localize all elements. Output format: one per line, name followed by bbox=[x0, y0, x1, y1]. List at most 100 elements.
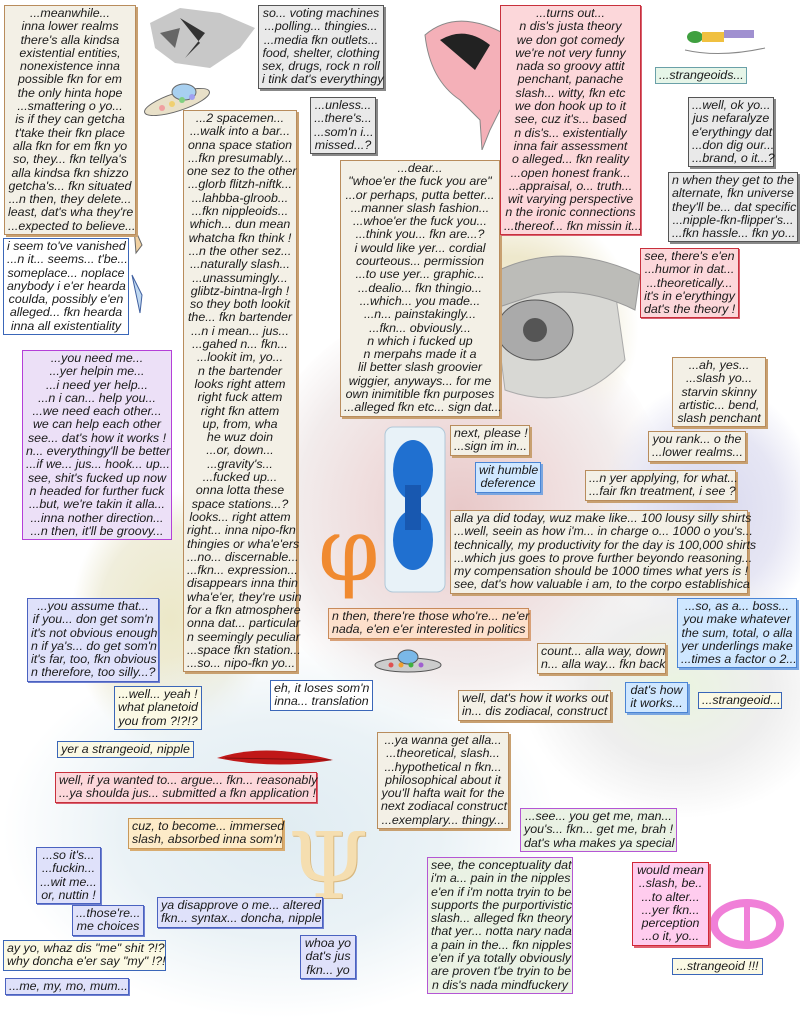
bubble-text-line: ...theoretical, slash... bbox=[386, 746, 500, 761]
bubble-text-line: lil better slash groovier bbox=[358, 360, 482, 375]
bubble-text-line: ...brand, o it...? bbox=[692, 151, 775, 166]
bubble-text-line: ...if we... jus... hook... up... bbox=[26, 457, 170, 472]
bubble-text-line: n headed for further fuck bbox=[29, 483, 165, 498]
bubble-text-line: i seem to've vanished bbox=[7, 239, 126, 253]
bubble-text-line: ...slash yo... bbox=[685, 371, 753, 386]
bubble-text-line: n if ya's... do get som'n bbox=[31, 638, 157, 653]
bubble-text-line: ...expected to believe... bbox=[8, 218, 136, 233]
bubble-text-line: n seemingly peculiar bbox=[187, 629, 300, 644]
bubble-text-line: dat's wha makes ya special bbox=[524, 835, 675, 850]
bubble-text-line: ...you assume that... bbox=[37, 599, 149, 613]
bubble-text-line: we can help each other bbox=[32, 417, 162, 432]
bubble-text-line: for a fkn atmosphere bbox=[187, 602, 301, 617]
bubble-text-line: whoa yo bbox=[304, 936, 352, 950]
bubble-text-line: ...yer helpin me... bbox=[49, 364, 145, 379]
bubble-text-line: looks... right attem bbox=[189, 509, 291, 524]
bubble-text-line: ...you need me... bbox=[50, 351, 144, 365]
bubble-text-line: n dis's justa theory bbox=[519, 19, 622, 34]
blue-can-image bbox=[384, 426, 446, 593]
bubble-text-line: courteous... permission bbox=[355, 254, 485, 269]
bubble-text-line: coulda, possibly e'en bbox=[8, 292, 124, 307]
bubble-text-line: o alleged... fkn reality bbox=[511, 152, 630, 167]
bubble-text-line: ...manner slash fashion... bbox=[350, 200, 490, 215]
bubble-text-line: they'll be... dat specific bbox=[672, 199, 797, 214]
speech-bubble-strangeoid2: ...strangeoid !!! bbox=[672, 958, 763, 976]
bubble-text-line: that yer... notta nary nada bbox=[431, 924, 572, 939]
bubble-text-line: we don hook up to it bbox=[515, 99, 626, 114]
bubble-text-line: n therefore, too silly...? bbox=[31, 665, 156, 680]
bubble-text-line: ...fair fkn treatment, i see ? bbox=[589, 484, 736, 499]
bubble-text-line: are proven t'be tryin to be bbox=[431, 964, 572, 979]
bubble-text-line: yer a strangeoid, nipple bbox=[61, 742, 190, 756]
bubble-text-line: n... everythingy'll be better bbox=[26, 444, 171, 459]
bubble-text-line: n dis's nada mindfuckery bbox=[432, 977, 568, 992]
speech-bubble-choices: ...those're...me choices bbox=[72, 905, 144, 936]
bubble-text-line: ...see... you get me, man... bbox=[525, 809, 672, 823]
bubble-text-line: ...well... yeah ! bbox=[118, 687, 198, 701]
bubble-text-line: ...i need yer help... bbox=[46, 377, 148, 392]
bubble-text-line: it's far, too, fkn obvious bbox=[31, 652, 157, 667]
bubble-text-line: slash... alleged fkn theory bbox=[431, 911, 572, 926]
bubble-text-line: you make whatever bbox=[683, 612, 791, 627]
bubble-text-line: existential entities, bbox=[19, 45, 121, 60]
bubble-text-line: ...lahbba-glroob... bbox=[191, 190, 289, 205]
speech-bubble-nextplease: next, please !...sign im in... bbox=[450, 425, 530, 456]
bubble-text-line: ...fkn... expression... bbox=[187, 563, 298, 578]
bubble-text-line: wha'e'er, they're usin bbox=[187, 589, 302, 604]
bubble-text-line: whatcha fkn think ! bbox=[188, 230, 292, 245]
bubble-text-line: alla fkn for em fkn yo bbox=[12, 138, 128, 153]
bubble-text-line: it's in e'erythingy bbox=[644, 288, 735, 303]
speech-bubble-unless: ...unless......there's......som'n i...mi… bbox=[310, 97, 376, 155]
bubble-text-line: up, from, wha bbox=[202, 416, 278, 431]
bubble-text-line: next, please ! bbox=[454, 426, 528, 440]
bubble-text-line: see, the conceptuality dat bbox=[431, 858, 572, 872]
bubble-text-line: i would like yer... cordial bbox=[354, 240, 486, 255]
bubble-text-line: ...walk into a bar... bbox=[189, 124, 291, 139]
speech-bubble-applying: ...n yer applying, for what......fair fk… bbox=[585, 470, 738, 501]
speech-bubble-strangeoid1: ...strangeoid... bbox=[698, 692, 782, 710]
pencil-icon bbox=[131, 226, 143, 314]
bubble-text-line: ...yer fkn... bbox=[641, 902, 700, 917]
bubble-text-line: onna space station bbox=[187, 137, 293, 152]
bubble-text-line: would mean bbox=[637, 863, 704, 877]
bubble-text-line: jus nefaralyze bbox=[692, 111, 770, 126]
bubble-text-line: my compensation should be 1000 times wha… bbox=[454, 564, 749, 579]
bubble-text-line: fkn... yo bbox=[306, 962, 350, 977]
bubble-text-line: well, if ya wanted to... argue... fkn...… bbox=[59, 773, 318, 787]
bubble-text-line: ...dear... bbox=[397, 161, 443, 175]
bubble-text-line: ...strangeoid... bbox=[702, 693, 781, 707]
bubble-text-line: ...to use yer... graphic... bbox=[355, 267, 485, 282]
bubble-text-line: ...me, my, mo, mum... bbox=[9, 979, 128, 993]
bubble-text-line: ...inna nother direction... bbox=[30, 510, 164, 525]
bubble-text-line: if you... don get som'n bbox=[32, 612, 154, 627]
bubble-text-line: ...fkn presumably... bbox=[188, 150, 292, 165]
bubble-text-line: the... fkn bartender bbox=[187, 310, 292, 325]
bubble-text-line: artistic... bend, bbox=[678, 397, 760, 412]
bubble-text-line: the only hinta hope bbox=[17, 85, 123, 100]
bubble-text-line: technically, my productivity for the day… bbox=[454, 537, 757, 552]
bubble-text-line: ...open honest frank... bbox=[510, 165, 631, 180]
bubble-text-line: dat's jus bbox=[305, 949, 351, 964]
bubble-text-line: i'm a... pain in the nipples bbox=[431, 871, 571, 886]
bubble-text-line: slash... witty, fkn etc bbox=[515, 85, 626, 100]
bubble-text-line: ...media fkn outlets... bbox=[263, 32, 379, 47]
bubble-text-line: ...fkn... obviously... bbox=[369, 320, 471, 335]
telephone-image bbox=[479, 255, 641, 399]
bubble-text-line: ...space fkn station... bbox=[187, 642, 301, 657]
bubble-text-line: dat's the theory ! bbox=[644, 302, 736, 317]
bubble-text-line: you's... fkn... get me, brah ! bbox=[524, 822, 674, 837]
bubble-text-line: ...smattering o yo... bbox=[17, 99, 123, 114]
bubble-text-line: ...well, seein as how i'm... in charge o… bbox=[454, 524, 753, 539]
bubble-text-line: he wuz doin bbox=[206, 430, 274, 445]
bubble-text-line: ...ah, yes... bbox=[688, 358, 750, 372]
bubble-text-line: right fkn attem bbox=[200, 403, 280, 418]
bubble-text-line: glibtz-bintna-lrgh ! bbox=[190, 283, 290, 298]
red-feather-image bbox=[217, 750, 333, 765]
bubble-text-line: space stations...? bbox=[191, 496, 289, 511]
bubble-text-line: ...fucked up... bbox=[202, 470, 278, 485]
bubble-text-line: ...so, as a... boss... bbox=[685, 599, 789, 613]
bubble-text-line: see, shit's fucked up now bbox=[27, 470, 167, 485]
